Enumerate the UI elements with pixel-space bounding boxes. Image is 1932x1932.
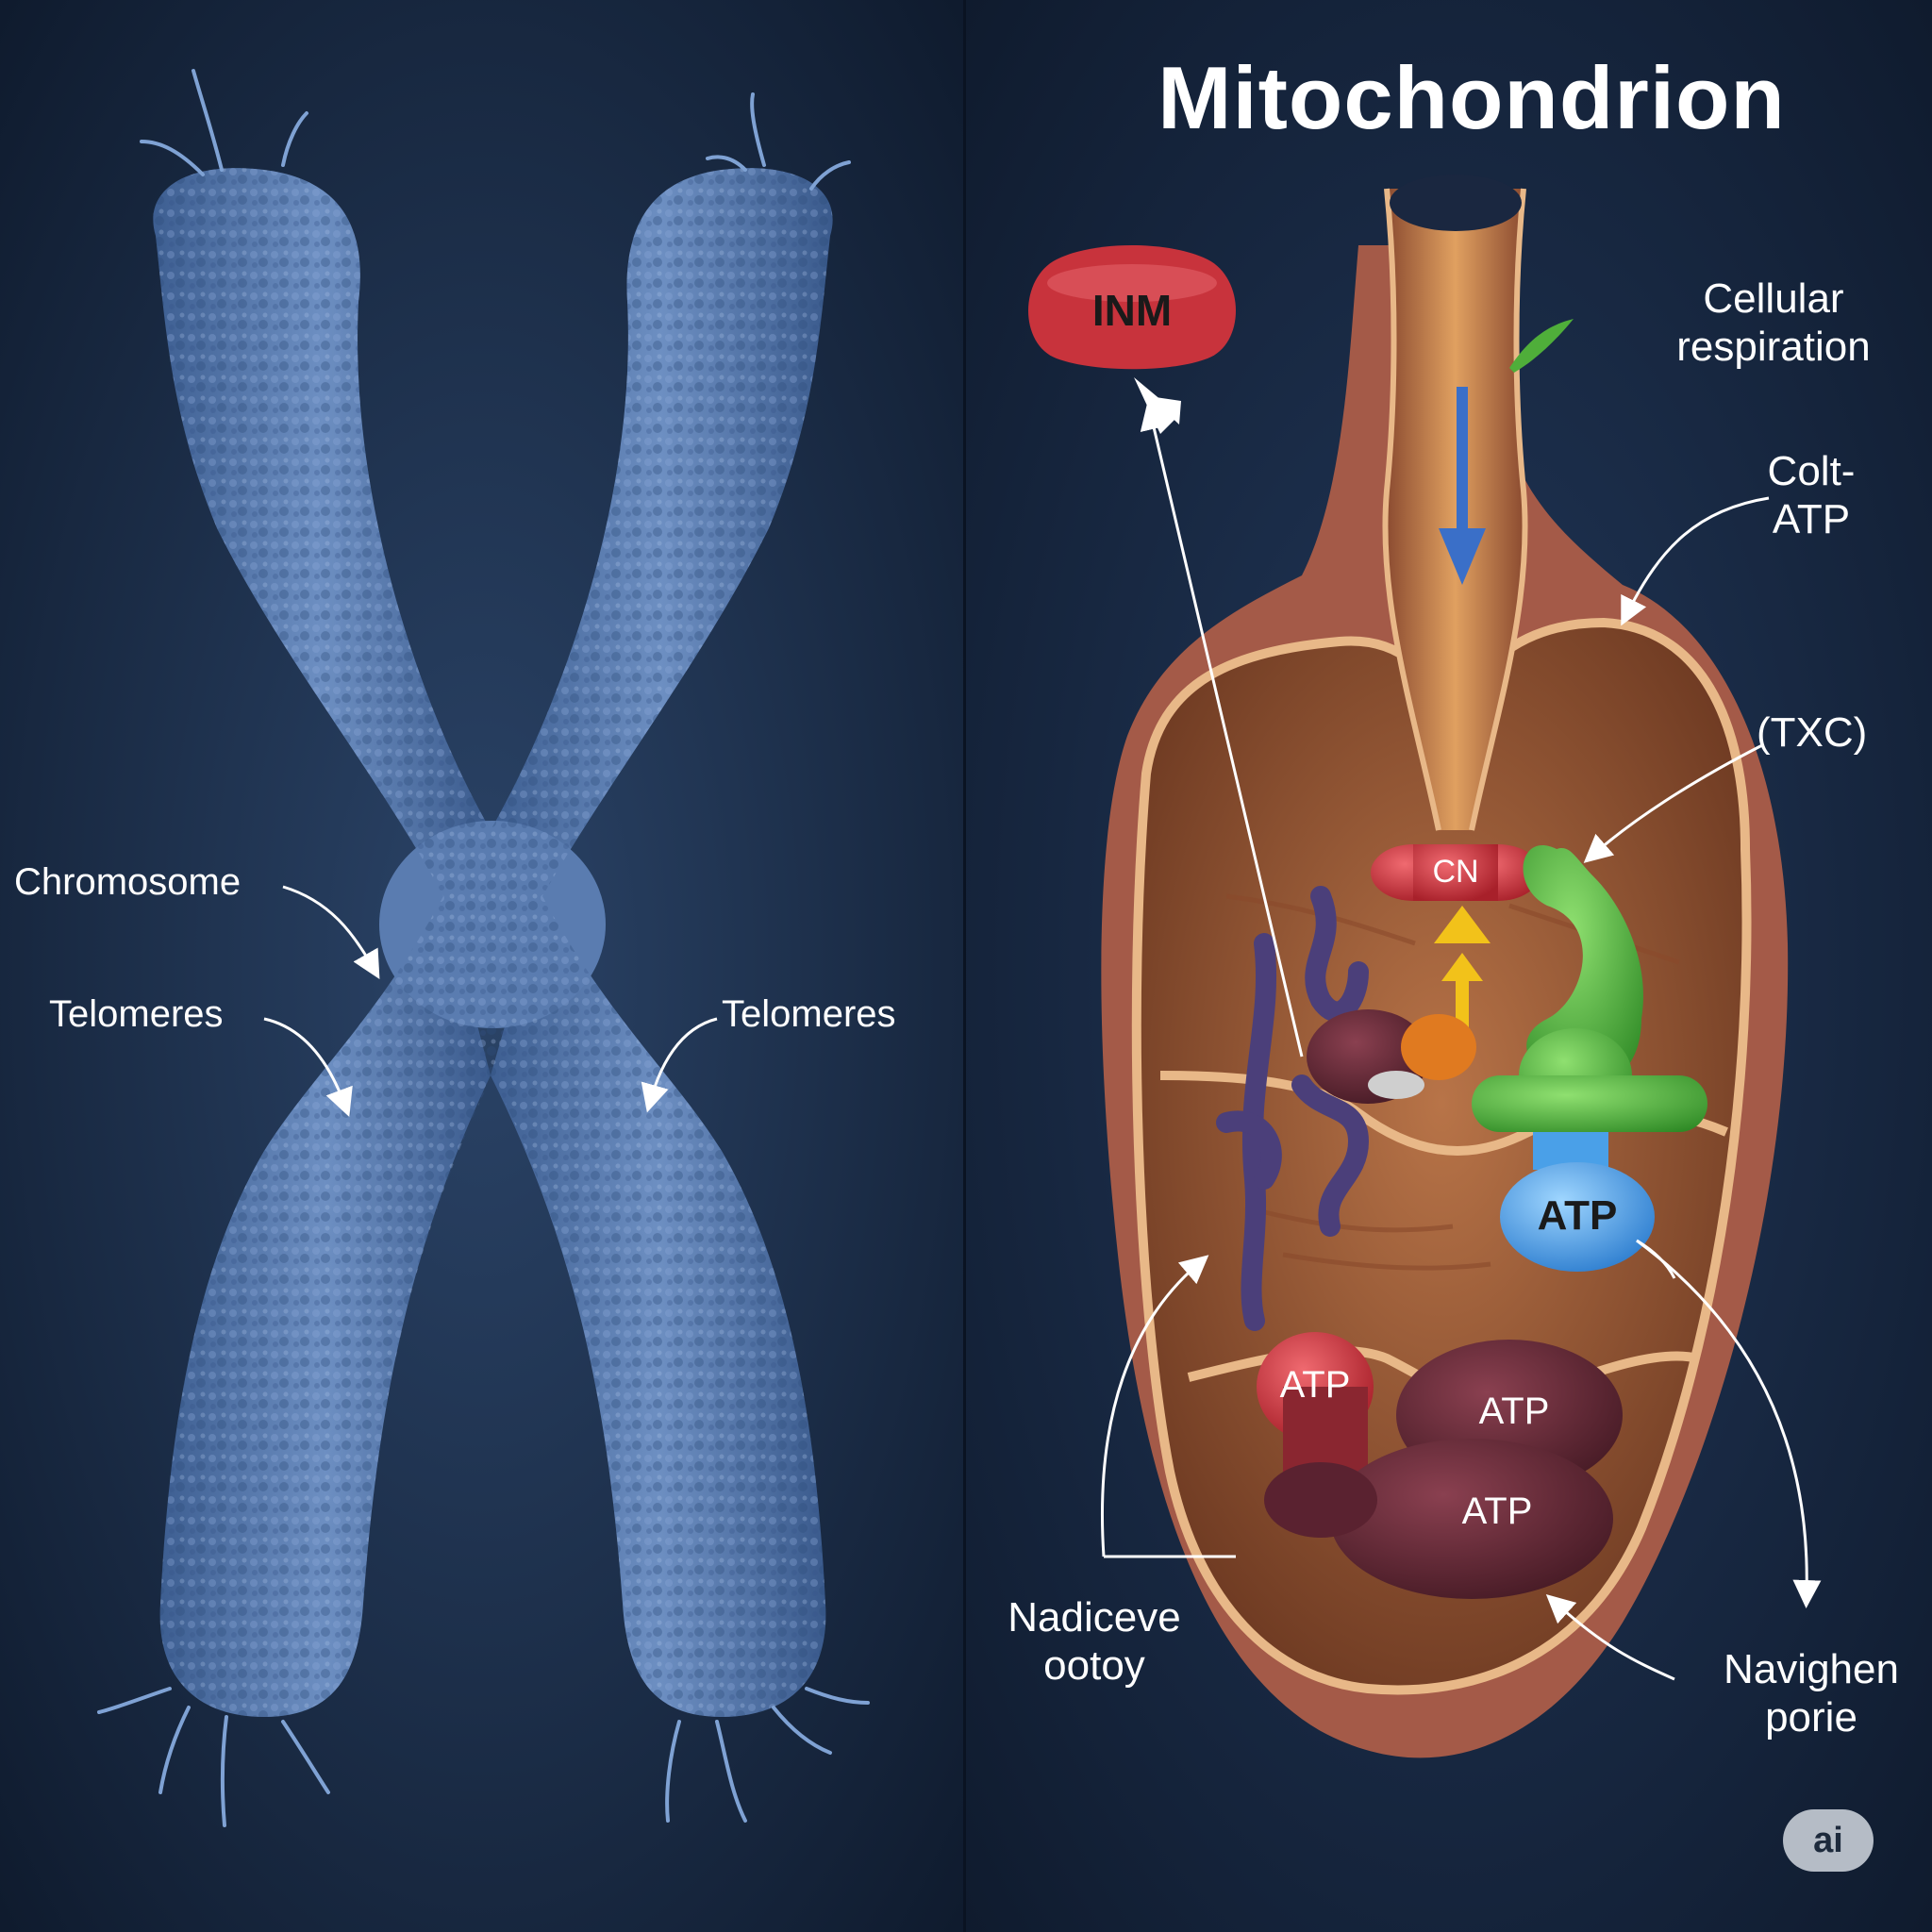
ai-badge: ai (1783, 1809, 1874, 1872)
chromosome-arrows (263, 885, 718, 1118)
telomeres-left-label: Telomeres (49, 993, 224, 1035)
page-title: Mitochondrion (1158, 48, 1786, 147)
colt-atp-line1: Colt- (1767, 448, 1856, 494)
mitochondrion-arrows (1100, 401, 1822, 1681)
nadiceve-line2: ootoy (1043, 1641, 1145, 1689)
inm-blob (1028, 245, 1236, 370)
mitochondrion (1101, 175, 1789, 1758)
nadiceve-line1: Nadiceve (1008, 1594, 1181, 1641)
cn-label: CN (1432, 854, 1479, 890)
atp-dark-top-label: ATP (1478, 1391, 1550, 1432)
navighen-line1: Navighen (1724, 1646, 1899, 1692)
cellular-respiration-line1: Cellular (1703, 275, 1844, 322)
panel-divider (963, 0, 966, 1932)
colt-atp-line2: ATP (1772, 495, 1851, 542)
cellular-respiration-line2: respiration (1676, 323, 1871, 370)
cellular-respiration-label: Cellular respiration (1632, 275, 1915, 371)
inm-label: INM (1091, 286, 1173, 335)
nadiceve-label: Nadiceve ootoy (981, 1594, 1208, 1690)
navighen-line2: porie (1765, 1693, 1857, 1740)
atp-blue-label: ATP (1537, 1192, 1618, 1239)
atp-dark-bottom-label: ATP (1461, 1491, 1533, 1532)
colt-atp-label: Colt- ATP (1755, 448, 1868, 543)
atp-red-label: ATP (1279, 1364, 1351, 1406)
chromosome-label: Chromosome (14, 861, 242, 903)
txc-label: (TXC) (1757, 709, 1868, 756)
chromosome-x (97, 69, 870, 1827)
navighen-label: Navighen porie (1698, 1646, 1924, 1741)
telomeres-right-label: Telomeres (722, 993, 896, 1035)
